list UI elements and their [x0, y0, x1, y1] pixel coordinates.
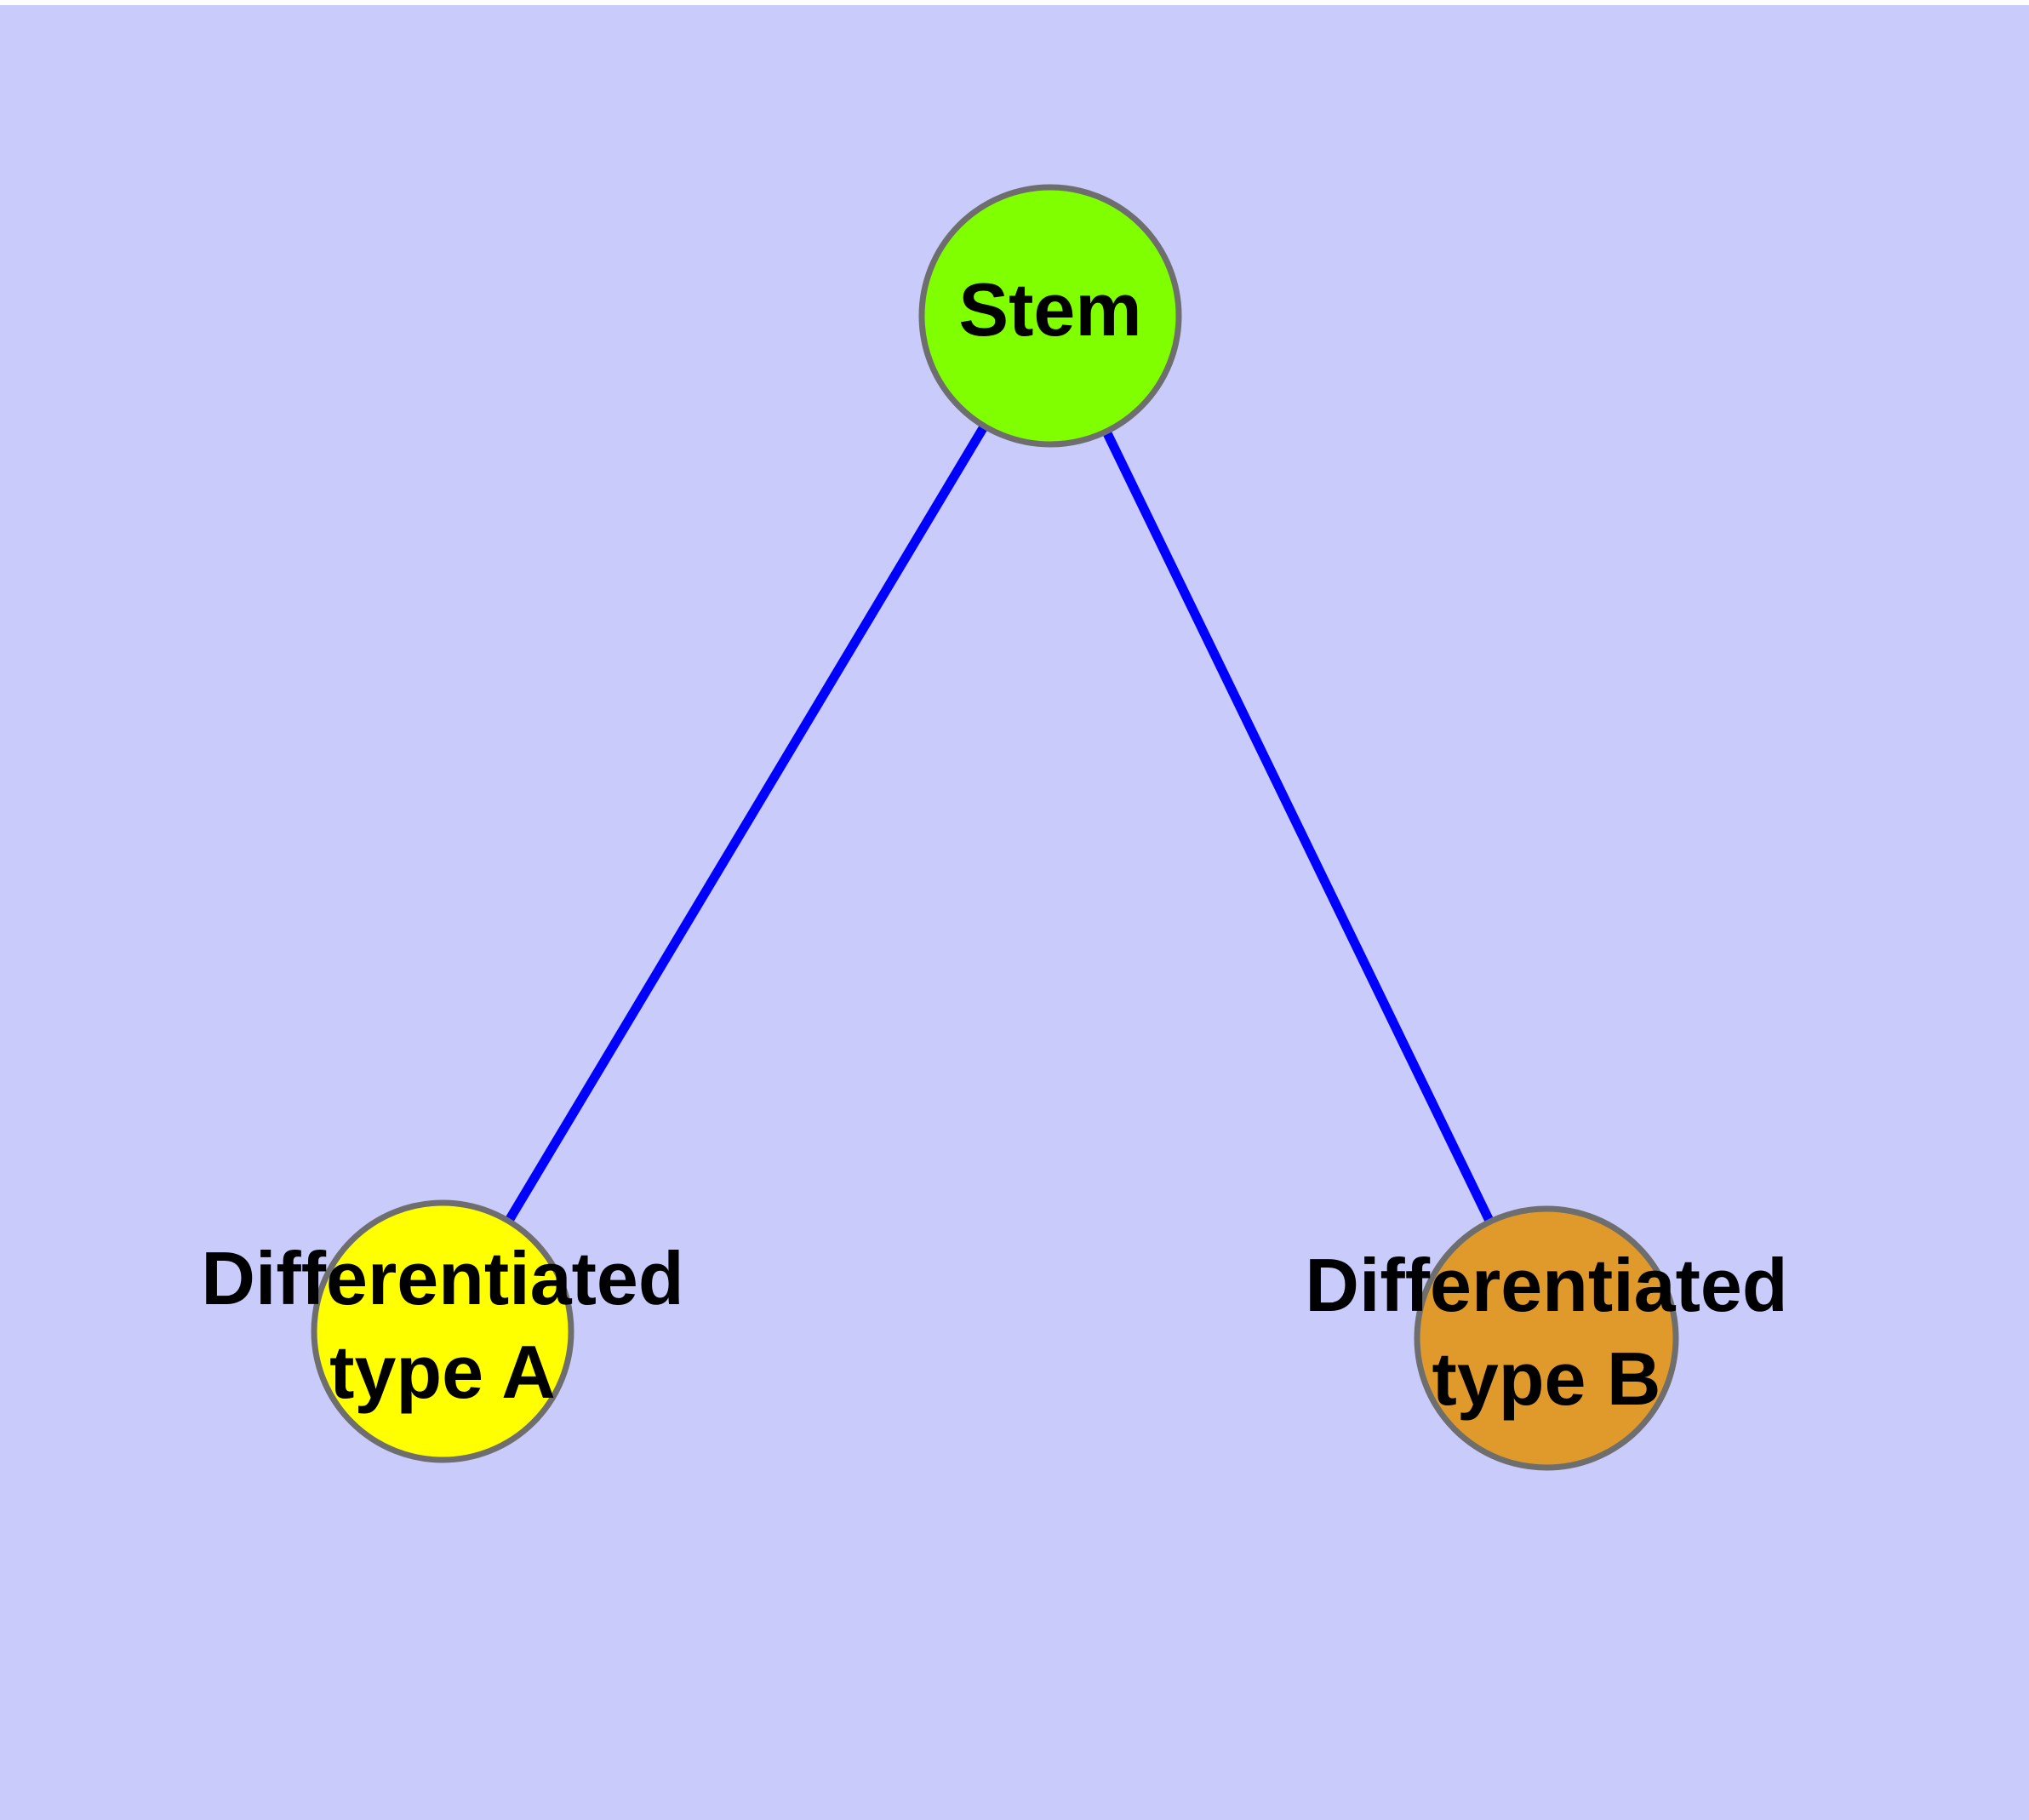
- graph-edge: [1101, 429, 1495, 1224]
- node-label-line: type A: [329, 1330, 556, 1414]
- node-label-line: Stem: [958, 267, 1141, 352]
- graph-edge: [504, 423, 989, 1224]
- node-label-line: Differentiated: [201, 1236, 683, 1320]
- node-label-diff_a: Differentiated type A: [201, 1236, 683, 1414]
- node-circle-diff_a[interactable]: [311, 1199, 574, 1463]
- graph-node-diff_b[interactable]: Differentiated type B: [1305, 1205, 1788, 1471]
- node-label-diff_b: Differentiated type B: [1305, 1243, 1787, 1421]
- node-label-stem: Stem: [958, 267, 1141, 352]
- node-circle-diff_b[interactable]: [1414, 1205, 1679, 1471]
- graph-node-diff_a[interactable]: Differentiated type A: [201, 1199, 684, 1463]
- node-circle-stem[interactable]: [918, 184, 1182, 448]
- edge-layer: [504, 423, 1495, 1224]
- node-label-line: type B: [1432, 1336, 1661, 1421]
- graph-node-stem[interactable]: Stem: [918, 184, 1182, 448]
- node-label-line: Differentiated: [1305, 1243, 1787, 1327]
